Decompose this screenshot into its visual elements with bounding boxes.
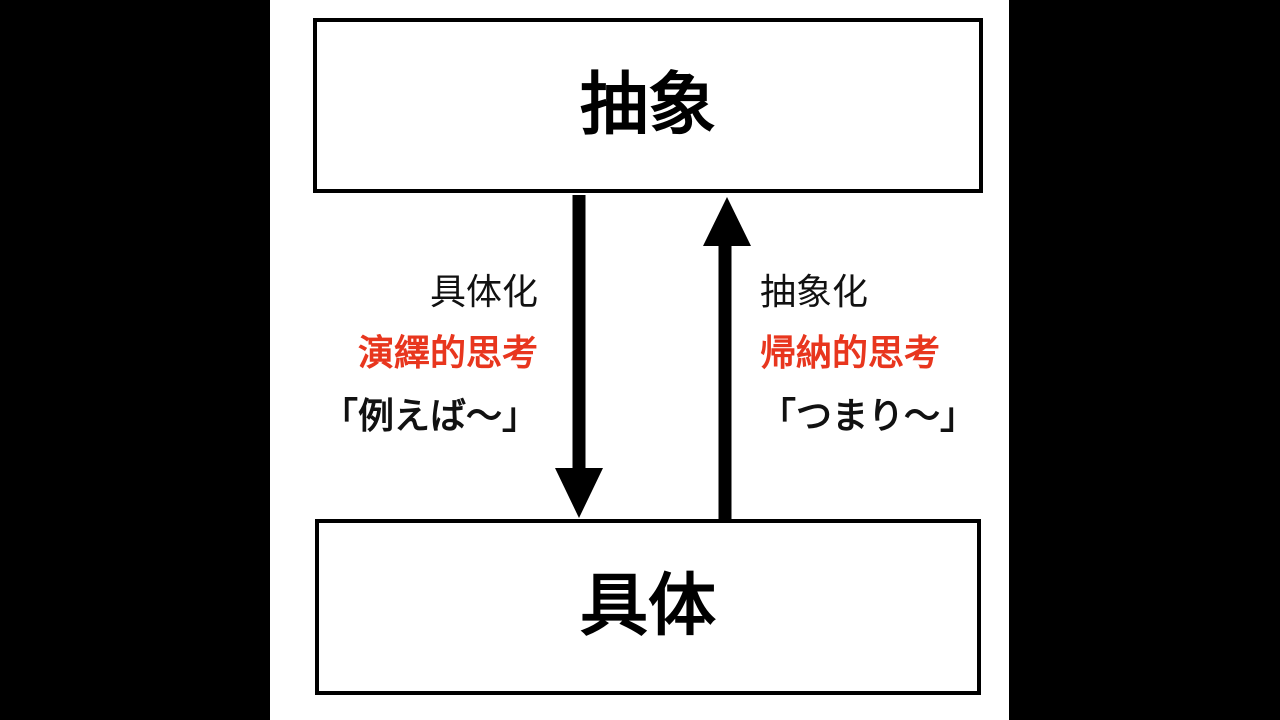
concrete-label: 具体 [579,567,716,646]
deduction-labels: 具体化 演繹的思考 「例えば〜」 [270,0,538,720]
up-arrow-head [703,197,751,246]
down-arrow [555,195,603,518]
abstract-label: 抽象 [579,65,716,145]
abstract-box: 抽象 [313,18,983,193]
arrows-layer [555,195,751,519]
down-arrow-head [555,468,603,518]
abstract-ize-label: 抽象化 [760,272,869,313]
for-example-phrase: 「例えば〜」 [321,396,538,437]
concrete-box: 具体 [315,519,981,695]
inductive-thinking-label: 帰納的思考 [760,333,941,374]
in-short-phrase: 「つまり〜」 [760,396,977,437]
slide: 抽象 具体 具体化 演繹的思考 「例えば〜」 抽象化 帰納的思考 「つま [270,0,1009,720]
deductive-thinking-label: 演繹的思考 [357,333,538,374]
up-arrow [703,197,751,519]
induction-labels: 抽象化 帰納的思考 「つまり〜」 [760,0,1009,720]
concretize-label: 具体化 [429,272,538,313]
